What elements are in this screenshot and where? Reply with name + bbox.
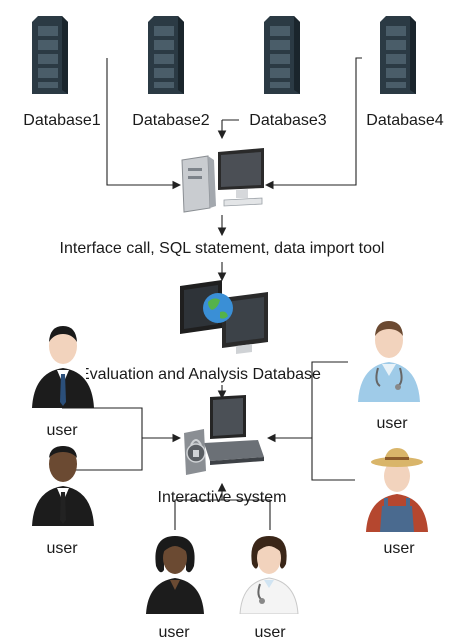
- evaluation-caption: Evaluation and Analysis Database: [86, 366, 321, 383]
- user-label-4: user: [383, 540, 415, 557]
- db1-connector: [106, 58, 182, 190]
- right-users-connector: [268, 361, 355, 481]
- server-rack-icon: [30, 14, 70, 101]
- desktop-computer-icon: [178, 148, 266, 219]
- server-rack-icon: [262, 14, 302, 101]
- user-label-3: user: [376, 415, 408, 432]
- integration-caption: Interface call, SQL statement, data impo…: [59, 240, 385, 257]
- server-rack-icon: [378, 14, 418, 101]
- user-label-6: user: [254, 624, 286, 641]
- database3-label: Database3: [249, 112, 327, 129]
- businessman-dark-icon: [30, 440, 96, 531]
- server-rack-icon: [146, 14, 186, 101]
- database4-label: Database4: [366, 112, 444, 129]
- database2-label: Database2: [132, 112, 210, 129]
- farmer-icon: [364, 446, 430, 537]
- user-label-2: user: [46, 540, 78, 557]
- nurse-icon: [236, 530, 302, 619]
- doctor-icon: [356, 316, 422, 407]
- evaluation-caption-window: Evaluation and Analysis Database: [86, 366, 362, 386]
- user-label-1: user: [46, 422, 78, 439]
- user-label-5: user: [158, 624, 190, 641]
- database1-label: Database1: [23, 112, 101, 129]
- globe-monitor-icon: [178, 280, 270, 361]
- businessman-icon: [30, 322, 96, 413]
- interactive-caption: Interactive system: [157, 489, 287, 506]
- db4-connector: [264, 57, 362, 190]
- left-users-connector: [62, 407, 180, 471]
- businesswoman-icon: [142, 530, 208, 619]
- secure-workstation-icon: [180, 395, 270, 480]
- bottom-users-connector: [174, 484, 271, 530]
